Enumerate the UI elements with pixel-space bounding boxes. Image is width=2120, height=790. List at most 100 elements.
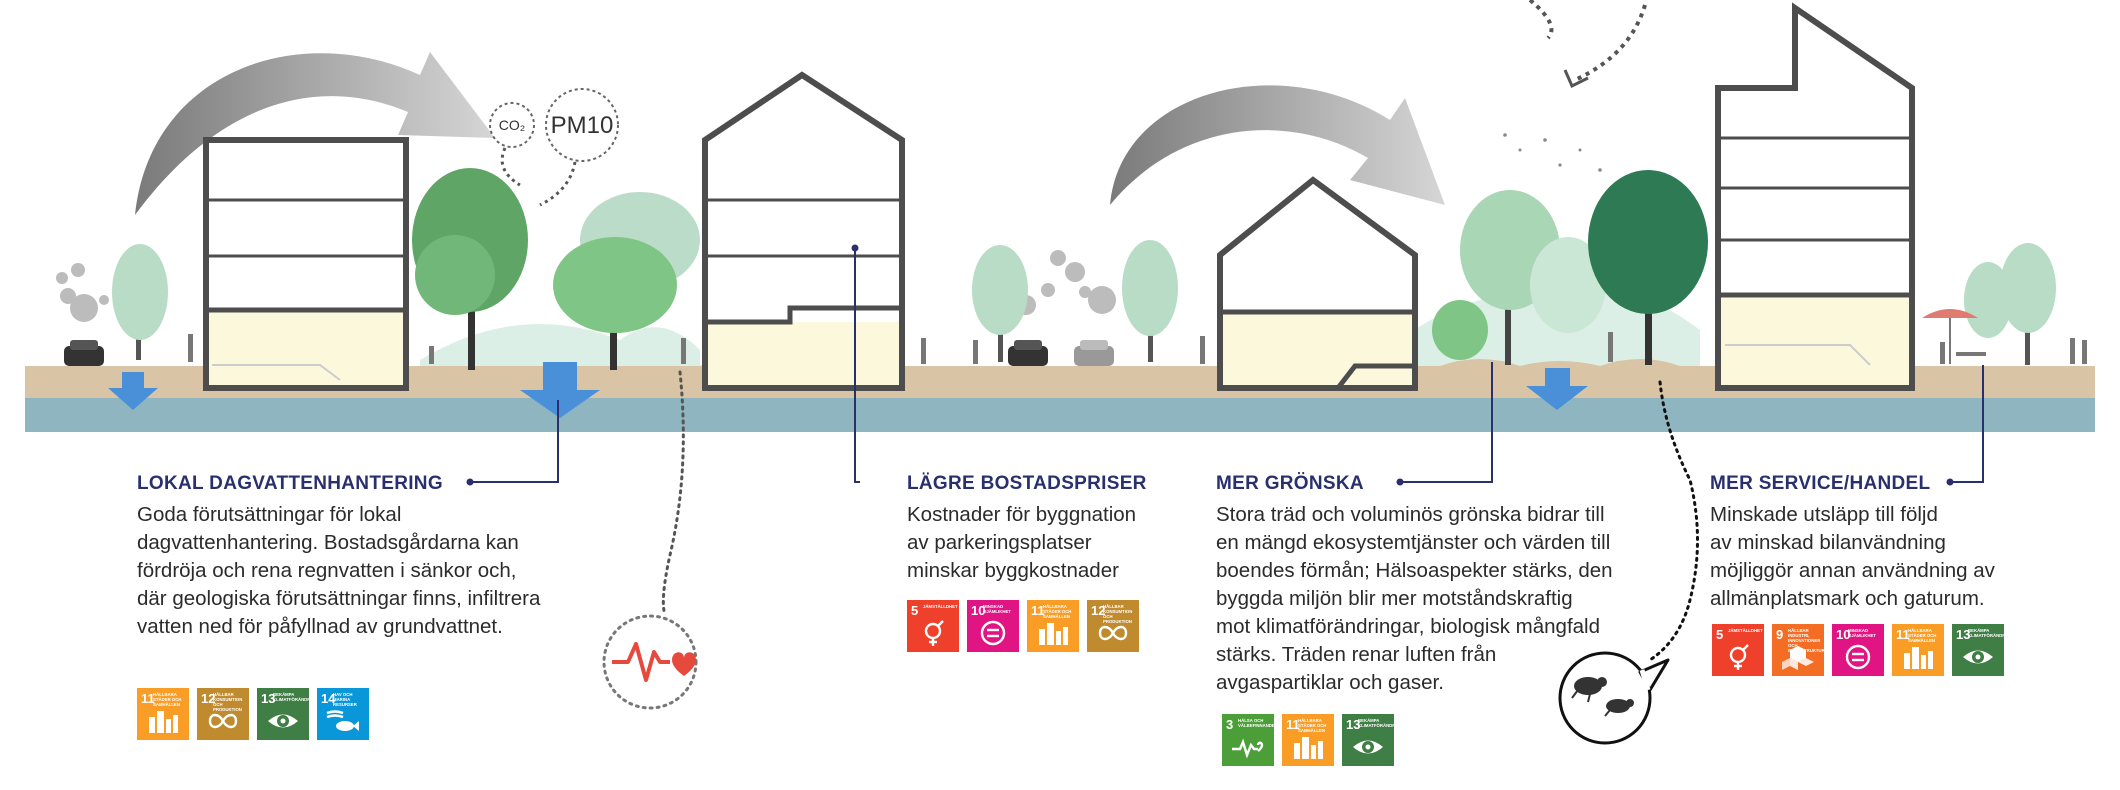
sdg-goal-number: 9 xyxy=(1776,627,1784,642)
city-icon xyxy=(149,711,178,733)
text-line: allmänplatsmark och gaturum. xyxy=(1710,587,1985,610)
sdg-goal-3: 3Hälsa och välbefinnande xyxy=(1222,714,1275,766)
text-line: boendes förmån; Hälsoaspekter stärks, de… xyxy=(1216,559,1613,582)
pm10-label: PM10 xyxy=(551,112,614,139)
heartbeat-circle xyxy=(602,614,698,710)
infinity-icon xyxy=(1098,625,1128,641)
text-line: en mängd ekosystemtjänster och värden ti… xyxy=(1216,531,1611,554)
sdg-goal-11: 11Hållbara städer och samhällen xyxy=(1892,624,1944,676)
sdg-goal-5: 5 Jämställdhet xyxy=(1712,624,1764,676)
tree xyxy=(1588,170,1708,365)
sdg-goal-number: 5 xyxy=(1716,627,1724,642)
sdg-goal-label: Hållbara städer och samhällen xyxy=(153,692,182,707)
sdg-goal-number: 11 xyxy=(1896,627,1910,642)
heartbeat-icon xyxy=(1232,738,1264,759)
car xyxy=(64,340,104,366)
beetle-bubble xyxy=(1558,651,1670,745)
eye-globe-icon xyxy=(1353,740,1383,754)
pedestrians xyxy=(188,332,2087,364)
section-text: Minskade utsläpp till följd av minskad b… xyxy=(1710,501,1995,613)
car xyxy=(1074,340,1114,366)
gender-icon xyxy=(924,620,944,646)
section-text: Goda förutsättningar för lokal dagvatten… xyxy=(137,501,540,641)
text-line: Stora träd och voluminös grönska bidrar … xyxy=(1216,503,1605,526)
sdg-goal-label: Bekämpa klimatförändringarna xyxy=(1968,628,2026,638)
sdg-goal-number: 10 xyxy=(1836,627,1851,642)
text-line: av minskad bilanvändning xyxy=(1710,531,1946,554)
sdg-goal-label: Bekämpa klimatförändringarna xyxy=(1358,718,1416,728)
sdg-goal-13: 13Bekämpa klimatförändringarna xyxy=(1952,624,2026,676)
sdg-icons-greenery: 3Hälsa och välbefinnande11Hållbara städe… xyxy=(1222,714,1416,766)
cubes-icon xyxy=(1782,646,1814,670)
dotted-arrow-top-2 xyxy=(1574,4,1647,82)
infiltration-arrow xyxy=(108,372,158,410)
heart-icon xyxy=(672,652,696,676)
text-line: stärks. Träden renar luften från xyxy=(1216,643,1497,666)
infiltration-arrow xyxy=(1526,368,1588,410)
sdg-icons-service: 5 Jämställdhet 9 Hållbar industri, innovati… xyxy=(1712,624,2026,676)
leader-dots xyxy=(466,244,1954,486)
tree xyxy=(1122,240,1178,362)
sdg-goal-number: 10 xyxy=(971,603,986,618)
section-text: Kostnader för byggnation av parkeringspl… xyxy=(907,501,1147,585)
building-4 xyxy=(1715,2,1915,391)
eye-globe-icon xyxy=(1963,650,1993,664)
sdg-goal-label: Hållbar industri, innovationer och infra… xyxy=(1788,628,1825,653)
city-icon xyxy=(1294,737,1323,759)
sdg-goal-label: Hav och marina resurser xyxy=(333,692,357,707)
sdg-goal-number: 3 xyxy=(1226,717,1234,732)
co2-dotted-line xyxy=(500,147,521,187)
sdg-goal-number: 13 xyxy=(1346,717,1361,732)
sdg-goal-13: 13Bekämpa klimatförändringarna xyxy=(257,688,331,740)
text-line: fördröja och rena regnvatten i sänkor oc… xyxy=(137,559,517,582)
health-dotted-line xyxy=(661,370,685,617)
sdg-goal-label: Hållbara städer och samhällen xyxy=(1043,604,1072,619)
beetle-icon xyxy=(1571,677,1607,703)
sdg-goal-14: 14Hav och marina resurser xyxy=(317,688,369,740)
sdg-goal-label: Bekämpa klimatförändringarna xyxy=(273,692,331,702)
sdg-goal-number: 12 xyxy=(1091,603,1106,618)
tree xyxy=(1964,262,2012,338)
section-more-service-retail: MER SERVICE/HANDEL Minskade utsläpp till… xyxy=(1710,473,1995,613)
section-heading: LÄGRE BOSTADSPRISER xyxy=(907,473,1147,494)
sdg-goal-11: 11Hållbara städer och samhällen xyxy=(137,688,189,740)
text-line: vatten ned för påfyllnad av grundvattnet… xyxy=(137,615,503,638)
tree xyxy=(553,237,677,370)
equal-icon xyxy=(1845,644,1871,670)
pm10-bubble: PM10 xyxy=(545,88,619,162)
gender-icon xyxy=(1729,644,1749,670)
building-2 xyxy=(702,71,905,391)
sdg-icons-stormwater: 11Hållbara städer och samhällen12Hållbar… xyxy=(137,688,369,740)
city-icon xyxy=(1039,623,1068,645)
sdg-goal-number: 11 xyxy=(141,691,155,706)
sdg-goal-label: Jämställdhet xyxy=(1728,628,1763,633)
sdg-goal-13: 13Bekämpa klimatförändringarna xyxy=(1342,714,1416,766)
section-lower-housing-prices: LÄGRE BOSTADSPRISER Kostnader för byggna… xyxy=(907,473,1147,585)
sdg-goal-label: Minskad ojämlikhet xyxy=(1848,628,1876,638)
section-more-greenery: MER GRÖNSKA Stora träd och voluminös grö… xyxy=(1216,473,1613,697)
section-text: Stora träd och voluminös grönska bidrar … xyxy=(1216,501,1613,697)
text-line: där geologiska förutsättningar finns, in… xyxy=(137,587,541,610)
sdg-goal-10: 10Minskad ojämlikhet xyxy=(967,600,1019,652)
sdg-goal-label: Jämställdhet xyxy=(923,604,958,609)
tree xyxy=(412,168,528,370)
sdg-goal-12: 12Hållbar konsumtion och produktion xyxy=(197,688,249,740)
infinity-icon xyxy=(208,713,238,729)
exhaust-puffs-middle xyxy=(1016,250,1116,315)
dotted-arrow-top-2-head xyxy=(1563,69,1589,89)
building-1 xyxy=(203,137,409,391)
leader-lines xyxy=(470,248,1984,483)
tree xyxy=(972,245,1028,362)
sdg-goal-number: 13 xyxy=(1956,627,1971,642)
tree xyxy=(1530,237,1606,333)
sdg-goal-label: Minskad ojämlikhet xyxy=(983,604,1011,614)
car xyxy=(1008,340,1048,366)
wind-arrow-right xyxy=(1110,85,1445,205)
heartbeat-icon xyxy=(612,642,670,682)
sdg-goal-12: 12Hållbar konsumtion och produktion xyxy=(1087,600,1139,652)
text-line: Kostnader för byggnation xyxy=(907,503,1137,526)
sdg-goal-11: 11Hållbara städer och samhällen xyxy=(1027,600,1079,652)
sdg-goal-9: 9 Hållbar industri, innovationer och infr… xyxy=(1772,624,1825,676)
sdg-goal-number: 11 xyxy=(1286,717,1300,732)
